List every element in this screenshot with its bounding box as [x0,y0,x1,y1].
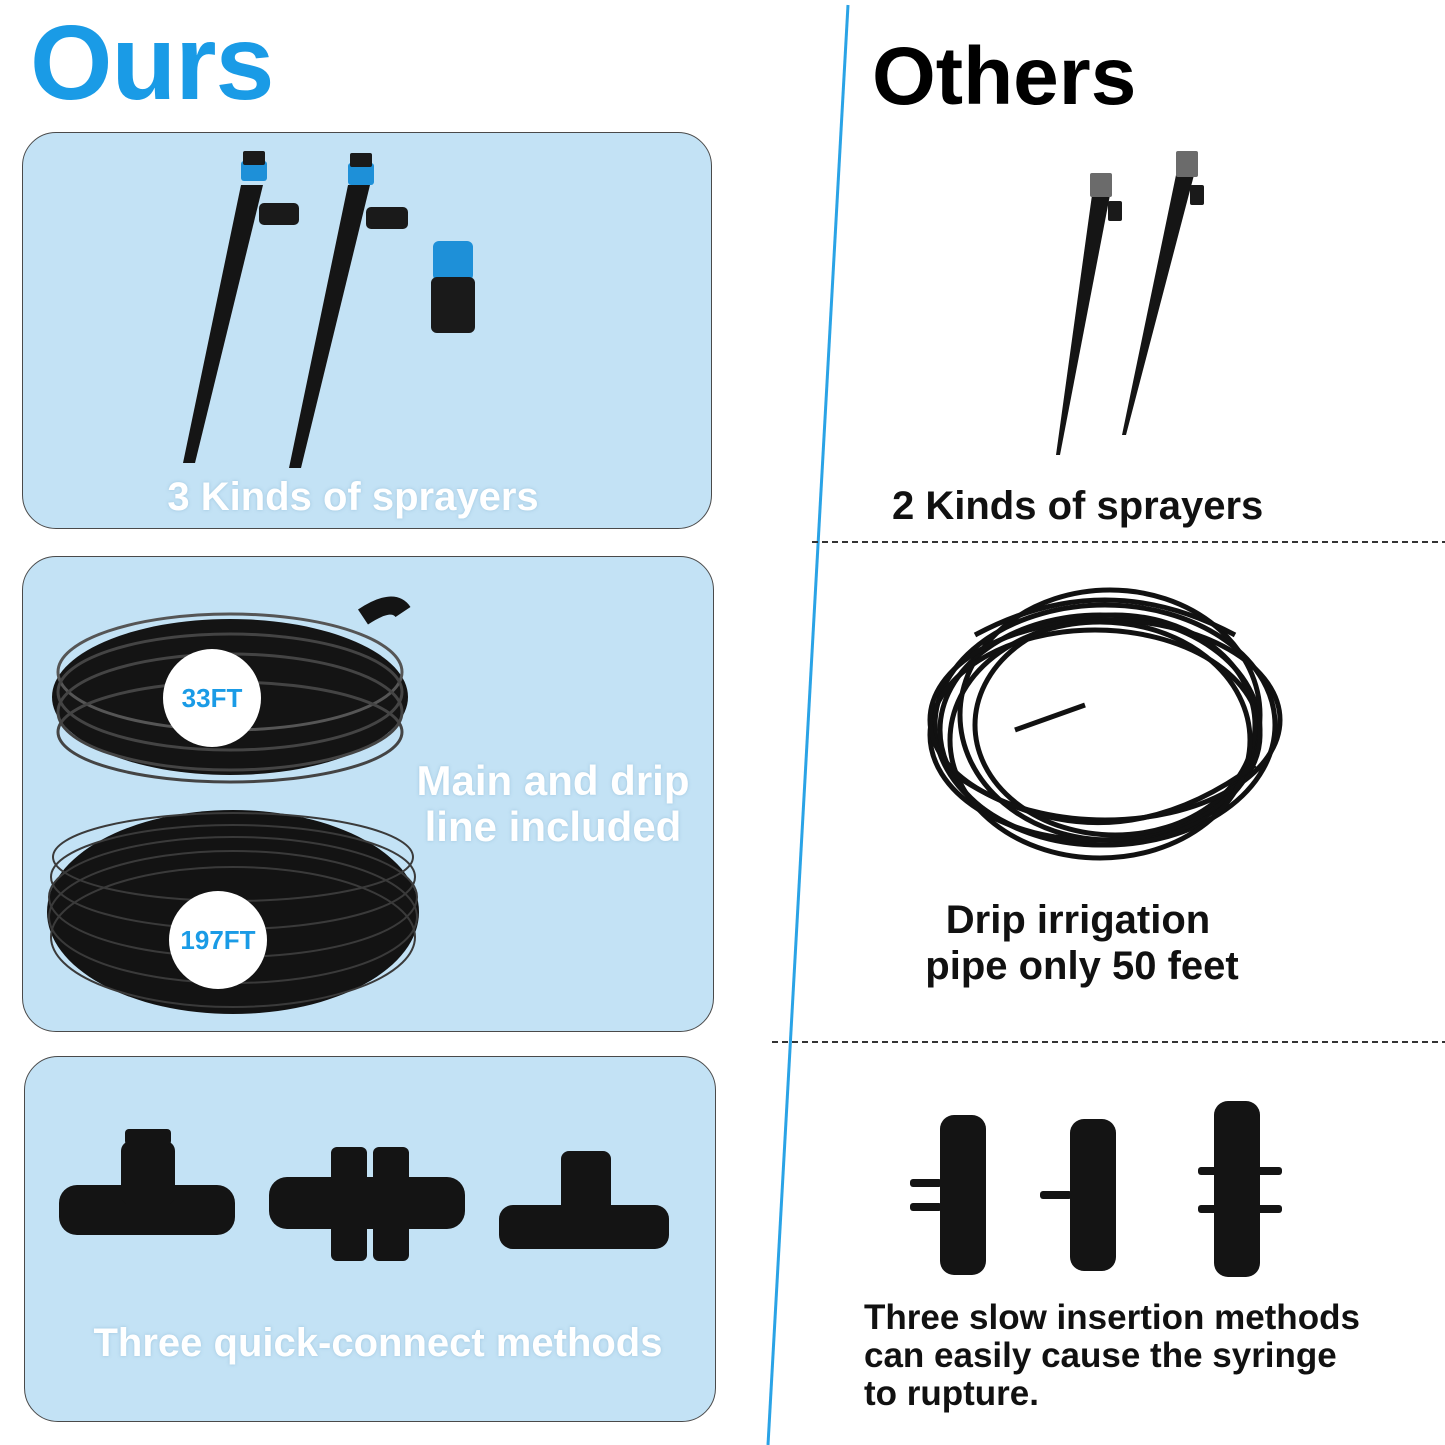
quick-connectors-image [59,1129,669,1261]
ours-connectors-panel: Three quick-connect methods [24,1056,716,1422]
sprayer-stake-icon [1122,151,1204,435]
ours-title: Ours [30,4,274,122]
barbed-connector-icon [1040,1119,1116,1271]
sprayer-stake-icon [1056,173,1122,455]
tangled-drip-pipe-image [927,587,1283,861]
ours-connectors-caption: Three quick-connect methods [93,1321,663,1365]
barbed-connector-icon [1198,1101,1282,1277]
slow-insertion-connectors-image [910,1101,1282,1277]
ours-tubes-panel: 33FT 197FT Main and drip line included [22,556,714,1032]
others-connectors-caption-line3: to rupture. [864,1374,1039,1413]
black-sprayer-stakes-image [1056,151,1204,455]
ours-tubes-caption-line1: Main and drip [416,757,690,804]
nozzle-adapter-icon [431,241,475,333]
drip-line-length-badge: 197FT [169,891,267,989]
others-pipe-caption-line1: Drip irrigation [945,898,1211,942]
tee-connector-icon [59,1129,235,1235]
sprayer-stake-icon [289,153,408,468]
others-connectors-caption-line1: Three slow insertion methods [864,1298,1360,1337]
ours-tubes-caption-line2: line included [424,803,682,850]
others-pipe-caption-line2: pipe only 50 feet [925,944,1239,988]
others-connectors-caption-line2: can easily cause the syringe [864,1336,1337,1375]
others-sprayers-caption: 2 Kinds of sprayers [892,484,1264,528]
sprayer-stake-icon [183,151,299,463]
main-line-length-badge: 33FT [163,649,261,747]
blue-sprayer-stakes-image [183,151,475,468]
ours-sprayers-caption: 3 Kinds of sprayers [167,475,539,519]
barbed-connector-icon [910,1115,986,1275]
others-title: Others [872,31,1137,122]
ours-sprayers-panel: 3 Kinds of sprayers [22,132,712,529]
four-way-connector-icon [269,1147,465,1261]
tee-quick-connector-icon [499,1151,669,1249]
